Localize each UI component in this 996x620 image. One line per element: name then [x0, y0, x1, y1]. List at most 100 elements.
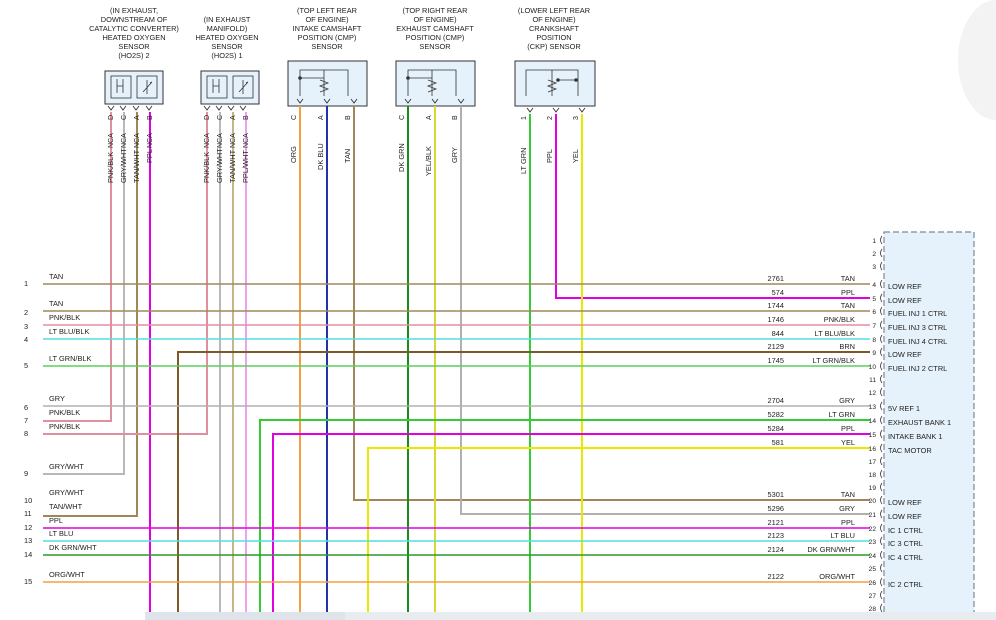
wire-label: PPL	[545, 149, 554, 163]
wire-color-label: TAN	[841, 274, 855, 283]
circuit-number: 1745	[768, 356, 784, 365]
title-line: (TOP RIGHT REAR	[403, 6, 468, 15]
wire-color-label: ORG/WHT	[819, 572, 855, 581]
pin-bracket	[880, 590, 883, 600]
pin-bracket	[880, 456, 883, 466]
wire-label: YEL/BLK	[424, 146, 433, 176]
cmp-intake-sensor-box	[287, 60, 368, 107]
pin-name: NCA	[108, 133, 115, 148]
wire-label: ORG	[289, 146, 298, 163]
title-line: OF ENGINE)	[532, 15, 575, 24]
bottom-scroll-bar[interactable]	[0, 612, 996, 620]
circuit-function: FUEL INJ 1 CTRL	[888, 309, 947, 318]
circuit-number: 2121	[768, 518, 784, 527]
pin-bracket	[880, 523, 883, 533]
left-row-number: 2	[24, 308, 28, 317]
pin-number: 3	[872, 264, 876, 271]
pin-number: 7	[872, 323, 876, 330]
left-wire-label: GRY/WHT	[49, 462, 84, 471]
title-line: SENSOR	[118, 42, 149, 51]
pin-bracket	[880, 603, 883, 613]
pin-number: 5	[872, 296, 876, 303]
pin-letter: B	[345, 115, 352, 120]
circuit-number: 581	[772, 438, 784, 447]
circuit-function: 5V REF 1	[888, 404, 920, 413]
pin-letter: A	[134, 115, 141, 120]
circuit-number: 1744	[768, 301, 784, 310]
circuit-number: 2123	[768, 531, 784, 540]
circuit-function: IC 3 CTRL	[888, 539, 923, 548]
pin-number: 18	[869, 472, 877, 479]
bottom-bar-mid	[145, 612, 345, 620]
left-wire-label: TAN/WHT	[49, 502, 83, 511]
wire-color-label: LT BLU	[831, 531, 855, 540]
title-line: OF ENGINE)	[413, 15, 456, 24]
wire-label: TAN	[343, 149, 352, 163]
pin-letter: B	[243, 115, 250, 120]
sensor-title-ckp: (LOWER LEFT REAR OF ENGINE) CRANKSHAFT P…	[518, 6, 590, 51]
pin-number: 14	[869, 418, 877, 425]
wire-color-label: DK GRN/WHT	[807, 545, 855, 554]
pin-bracket	[880, 306, 883, 316]
wire-yel-581	[367, 447, 870, 615]
pin-bracket	[880, 248, 883, 258]
circuit-number: 5296	[768, 504, 784, 513]
wire-label: TAN/WHT	[132, 149, 141, 183]
left-row-number: 14	[24, 550, 32, 559]
sensor-title-ho2s1: (IN EXHAUST MANIFOLD) HEATED OXYGEN SENS…	[195, 15, 258, 60]
ckp-sensor-box	[514, 60, 596, 107]
pin-bracket	[880, 374, 883, 384]
circuit-function: INTAKE BANK 1	[888, 432, 943, 441]
pin-number: 24	[869, 553, 877, 560]
bottom-bar-left	[0, 612, 145, 620]
left-row-number: 5	[24, 361, 28, 370]
circuit-function: IC 1 CTRL	[888, 526, 923, 535]
pin-bracket	[880, 536, 883, 546]
wire-color-label: PPL	[841, 518, 855, 527]
circuit-number: 1746	[768, 315, 784, 324]
title-line: (IN EXHAUST,	[110, 6, 158, 15]
pin-bracket	[880, 279, 883, 289]
pin-letter: B	[147, 115, 154, 120]
ho2s1-sensor-box	[200, 70, 260, 105]
horizontal-wires	[43, 283, 870, 583]
title-line: (HO2S) 2	[118, 51, 149, 60]
pin-letter: A	[318, 115, 325, 120]
pin-name: NCA	[134, 133, 141, 148]
left-row-number: 9	[24, 469, 28, 478]
left-row-number: 10	[24, 496, 32, 505]
wire-color-label: LT BLU/BLK	[815, 329, 855, 338]
left-wire-label: GRY/WHT	[49, 488, 84, 497]
left-wire-label: PPL	[49, 516, 63, 525]
ho2s2-sensor-box	[104, 70, 164, 105]
left-wire-label: LT GRN/BLK	[49, 354, 92, 363]
title-line: CRANKSHAFT	[529, 24, 580, 33]
pin-number: 12	[869, 390, 877, 397]
left-wire-label: PNK/BLK	[49, 408, 80, 417]
pin-letter: A	[426, 115, 433, 120]
sensor-title-cmp-exhaust: (TOP RIGHT REAR OF ENGINE) EXHAUST CAMSH…	[396, 6, 474, 51]
pin-name: NCA	[121, 133, 128, 148]
pin-bracket	[880, 387, 883, 397]
circuit-number: 5301	[768, 490, 784, 499]
wire-color-label: GRY	[839, 396, 855, 405]
pin-number: 8	[872, 337, 876, 344]
pin-letter: B	[452, 115, 459, 120]
wire-label: PNK/BLK	[202, 152, 211, 183]
left-row-number: 11	[24, 509, 32, 518]
left-wire-label: PNK/BLK	[49, 313, 80, 322]
pin-letter: D	[108, 115, 115, 120]
title-line: CATALYTIC CONVERTER)	[89, 24, 179, 33]
pin-bracket	[880, 293, 883, 303]
pin-letter: C	[121, 115, 128, 120]
wire-ho2s1-pnkblk	[43, 112, 208, 435]
pin-number: 13	[869, 404, 877, 411]
wire-label: PPL	[145, 149, 154, 163]
circuit-function: LOW REF	[888, 498, 922, 507]
wire-color-label: PPL	[841, 424, 855, 433]
left-wire-label: TAN	[49, 299, 63, 308]
vertical-wires	[43, 106, 870, 615]
title-line: MANIFOLD)	[207, 24, 248, 33]
wire-color-label: LT GRN/BLK	[813, 356, 856, 365]
